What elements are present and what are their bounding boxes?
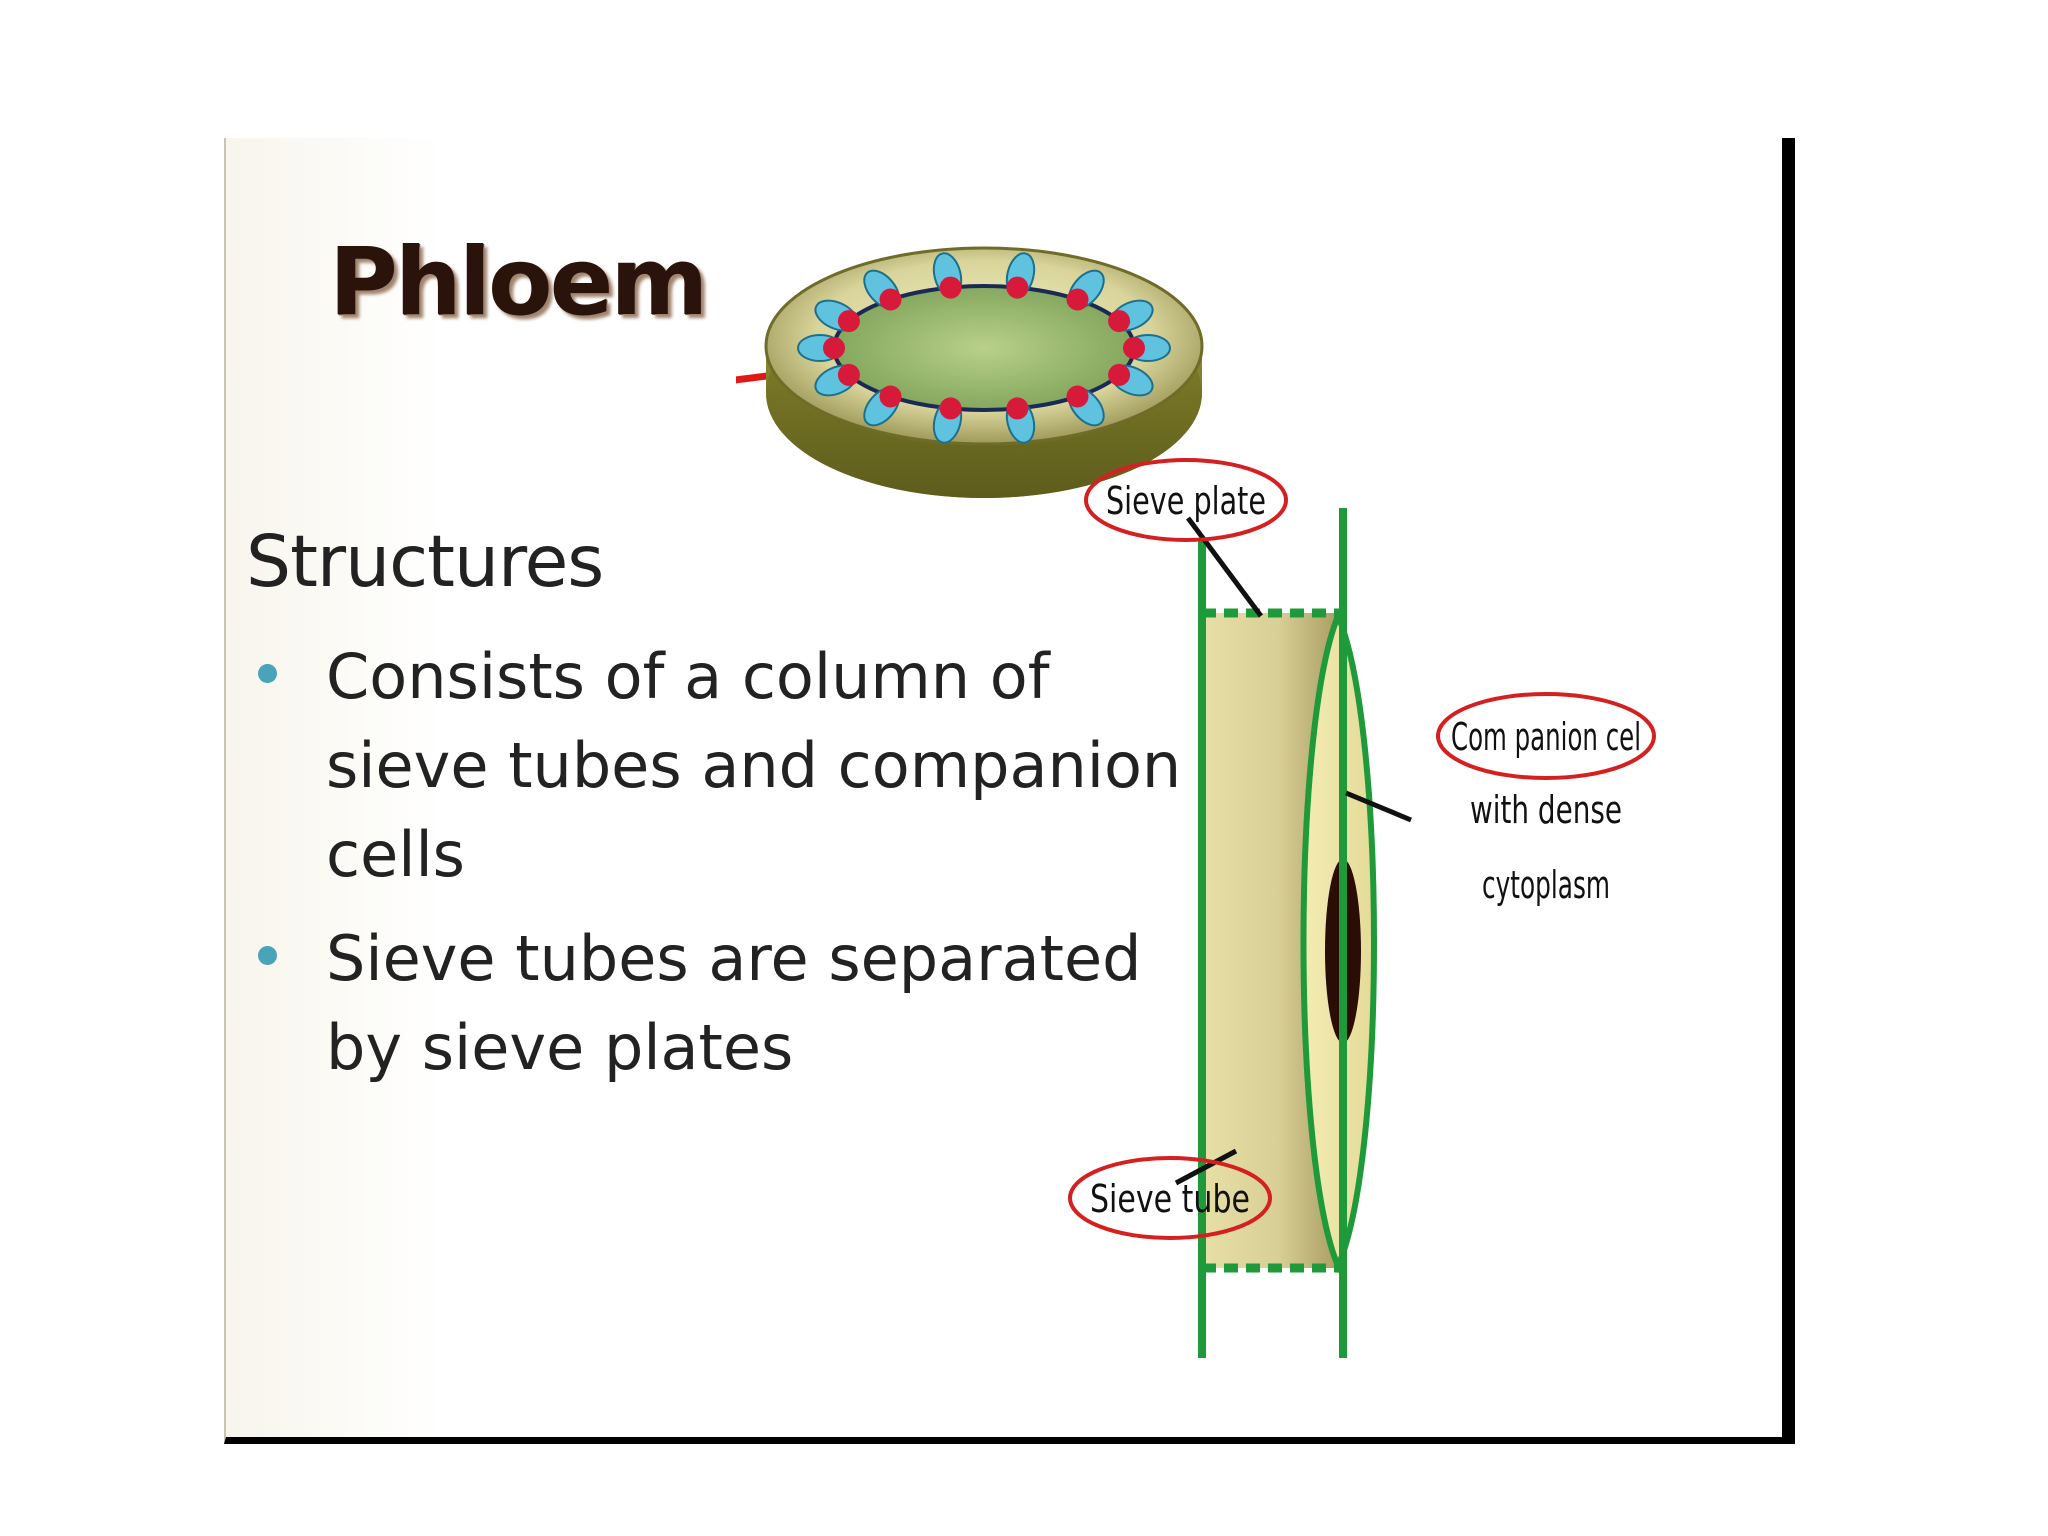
section-heading: Structures [246,520,604,603]
label-highlight [1068,1156,1272,1240]
label-companion-cell: Com panion cel [1451,715,1641,759]
phloem-dot [823,337,845,359]
bullet-text: Consists of a column of sieve tubes and … [326,640,1182,891]
phloem-dot [837,310,860,333]
label-highlight [1436,692,1656,780]
phloem-dot [837,363,860,386]
phloem-dot [1123,337,1145,359]
slide-title: Phloem [329,228,708,337]
label-sieve-plate: Sieve plate [1106,479,1266,523]
phloem-dot [1066,288,1089,311]
list-item: Sieve tubes are separated by sieve plate… [246,914,1206,1092]
bullet-list: Consists of a column of sieve tubes and … [246,632,1206,1107]
phloem-dot [939,276,962,299]
label-companion-cell-line3: cytoplasm [1482,863,1610,907]
phloem-structure-diagram: Sieve plate Com panion cel with dense cy… [1068,458,1656,1358]
phloem-dot [1066,385,1089,408]
phloem-dot [1006,276,1029,299]
bullet-dot-icon [258,664,277,683]
phloem-dot [939,397,962,420]
bullet-dot-icon [258,946,277,965]
phloem-dot [1108,310,1131,333]
label-highlight [1084,458,1288,542]
list-item: Consists of a column of sieve tubes and … [246,632,1206,899]
vascular-bundle-ring [797,252,1171,444]
phloem-dot [879,288,902,311]
slide: Phloem [224,138,1795,1444]
label-companion-cell-line2: with dense [1470,788,1622,832]
stem-cross-section-illustration [736,246,1204,498]
bullet-text: Sieve tubes are separated by sieve plate… [326,922,1142,1084]
phloem-dot [879,385,902,408]
phloem-dot [1006,397,1029,420]
phloem-dot [1108,363,1131,386]
label-sieve-tube: Sieve tube [1090,1177,1250,1221]
